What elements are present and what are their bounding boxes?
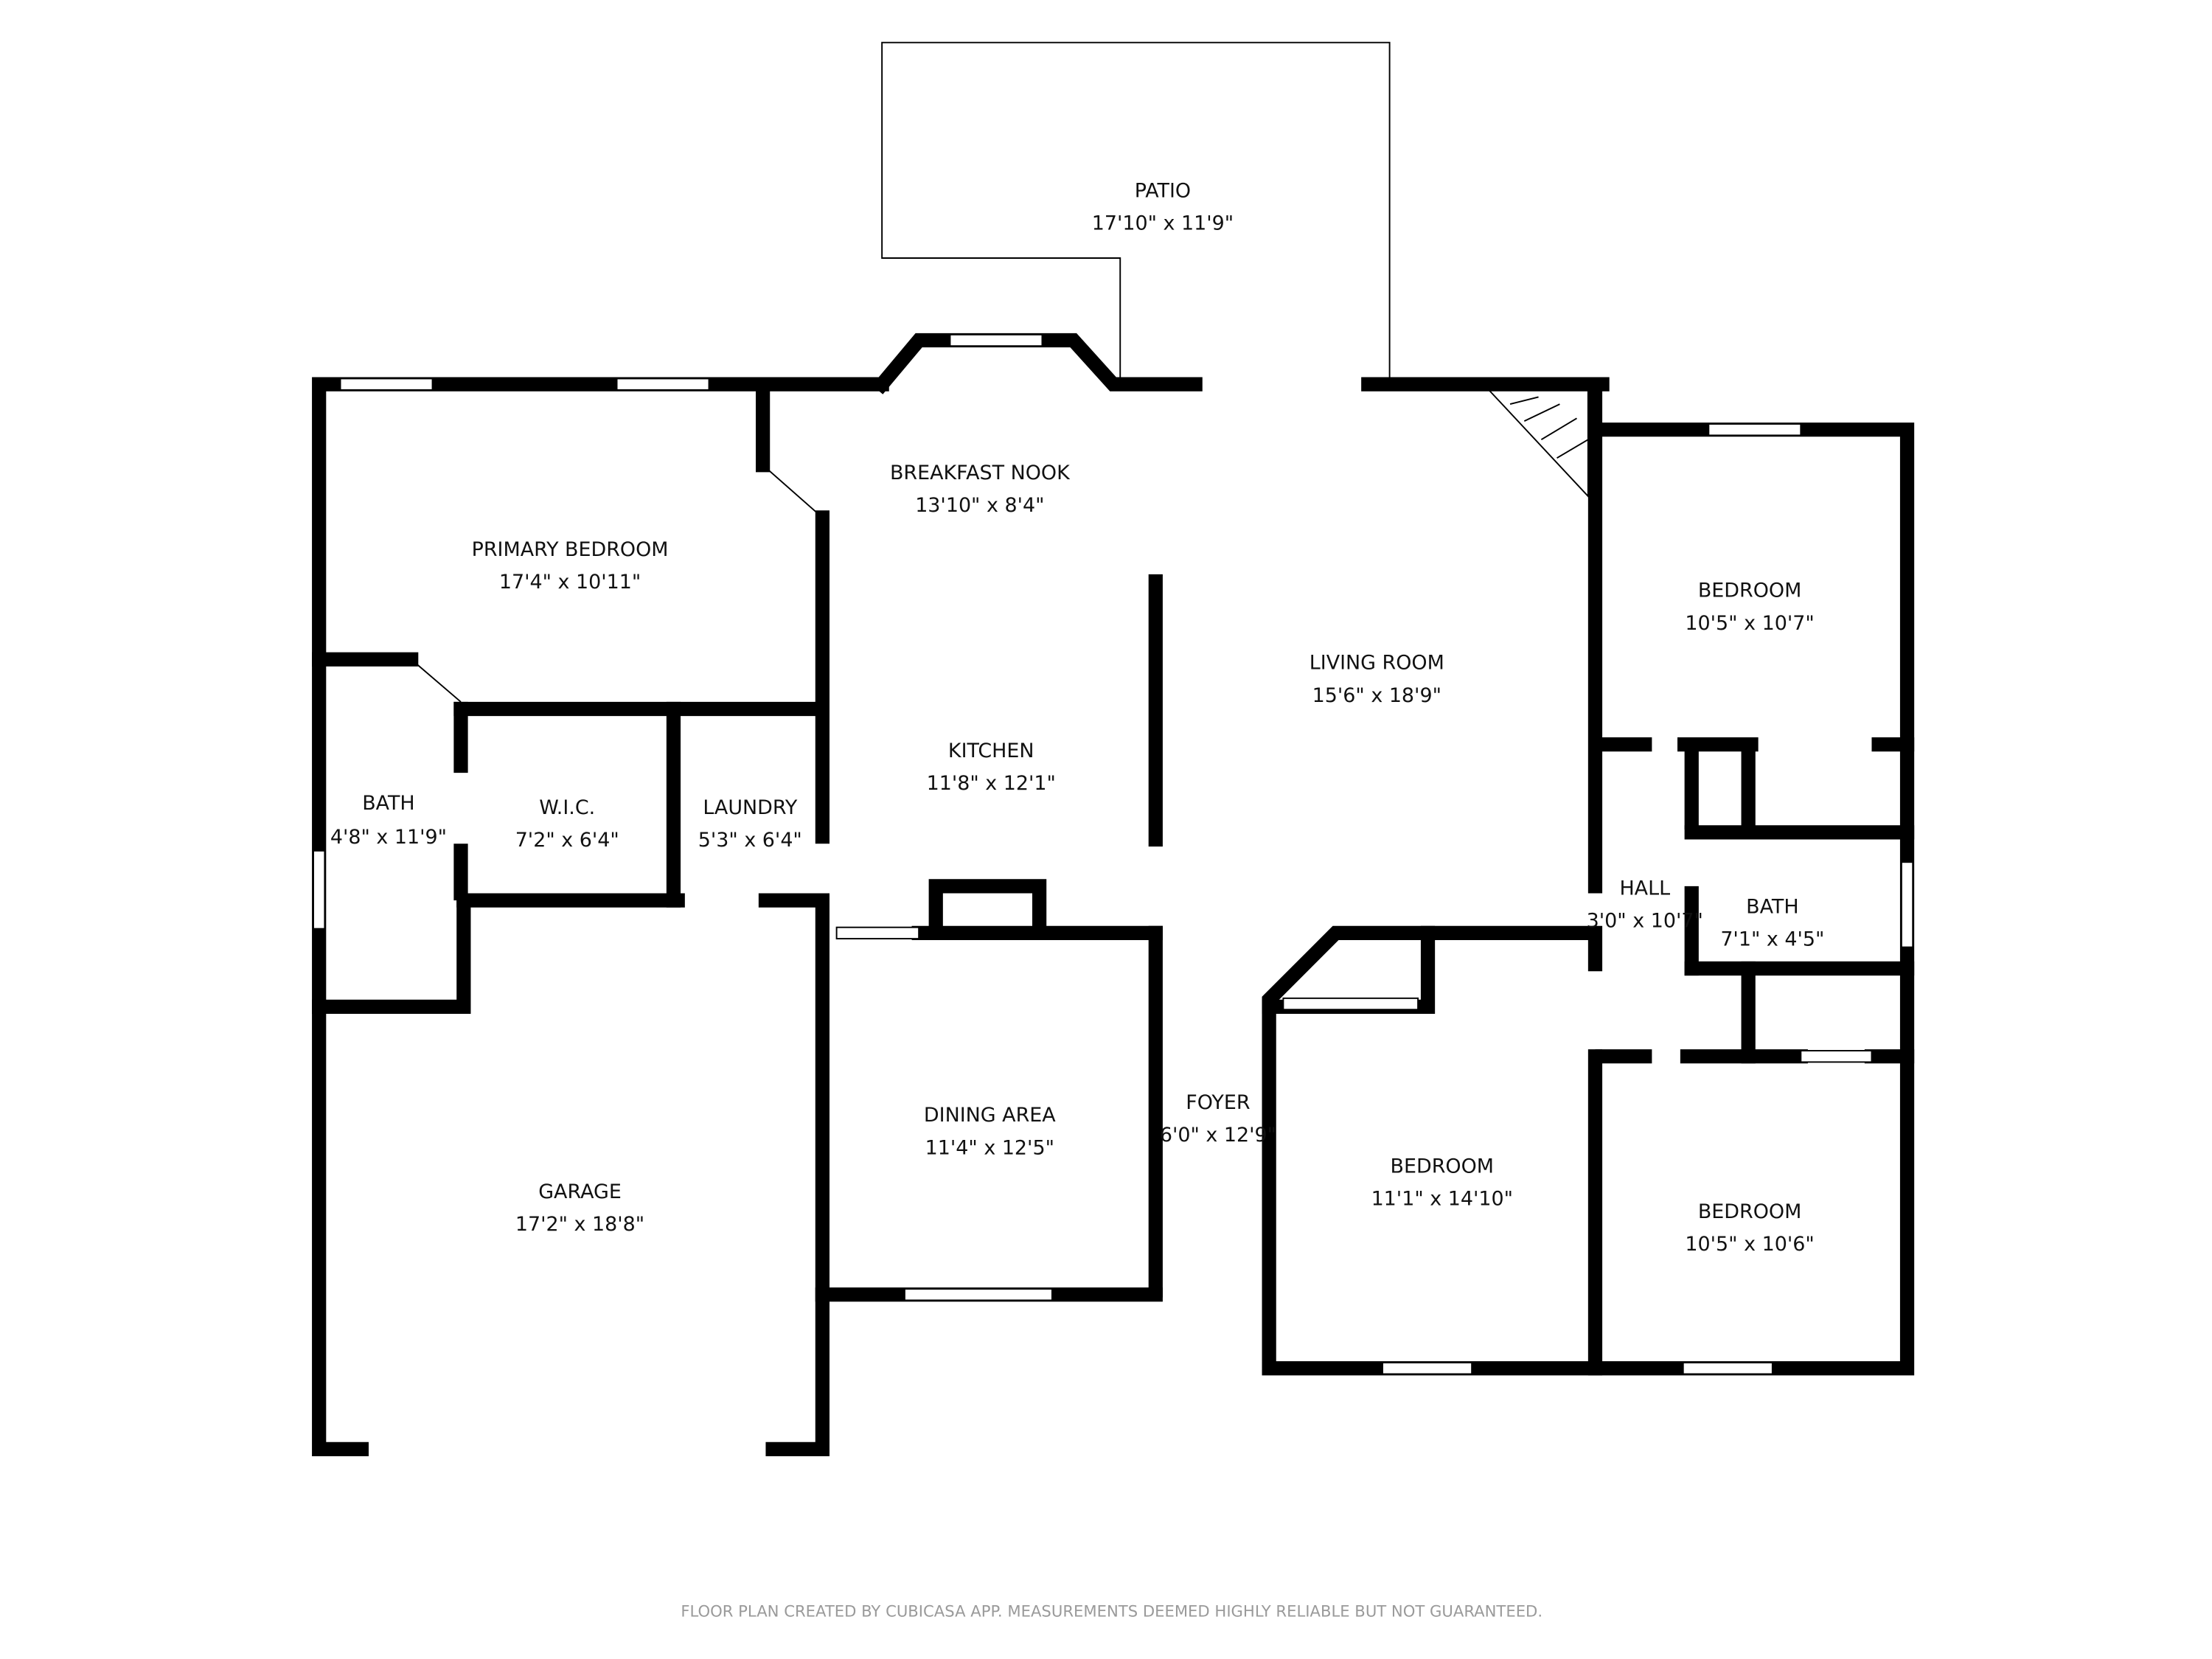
room-dims: 4'8" x 11'9" [330,826,447,849]
room-name: BEDROOM [1698,1200,1801,1223]
patio-outline [881,41,1391,380]
room-labels: PATIO 17'10" x 11'9" BREAKFAST NOOK 13'1… [330,179,1825,1256]
room-name: LIVING ROOM [1310,652,1444,675]
room-dims: 17'10" x 11'9" [1092,212,1234,235]
room-dims: 7'2" x 6'4" [515,829,619,852]
room-name: BATH [362,792,414,815]
room-name: GARAGE [538,1180,622,1203]
doors [411,465,824,703]
room-dims: 5'3" x 6'4" [698,829,802,852]
room-dims: 11'8" x 12'1" [927,772,1056,795]
room-name: BATH [1746,895,1798,918]
room-name: BEDROOM [1698,580,1801,602]
room-name: PATIO [1135,179,1191,202]
room-name: FOYER [1186,1091,1250,1114]
room-dims: 3'0" x 10'7" [1587,910,1703,933]
room-dims: 10'5" x 10'7" [1685,612,1814,635]
room-name: W.I.C. [539,796,595,819]
room-name: PRIMARY BEDROOM [472,538,669,561]
stairs [1487,389,1589,498]
room-dims: 17'4" x 10'11" [499,571,641,594]
room-dims: 17'2" x 18'8" [515,1213,644,1236]
room-name: KITCHEN [948,740,1034,762]
room-dims: 11'4" x 12'5" [925,1136,1054,1159]
room-name: DINING AREA [924,1104,1056,1127]
room-dims: 15'6" x 18'9" [1312,684,1441,707]
windows [313,333,1914,1375]
room-dims: 11'1" x 14'10" [1371,1188,1513,1211]
room-name: LAUNDRY [703,796,798,819]
room-dims: 7'1" x 4'5" [1720,928,1824,951]
room-name: BEDROOM [1391,1155,1494,1178]
disclaimer-footer: FLOOR PLAN CREATED BY CUBICASA APP. MEAS… [681,1601,1543,1620]
room-dims: 13'10" x 8'4" [915,494,1044,517]
room-name: HALL [1619,877,1670,900]
room-name: BREAKFAST NOOK [890,462,1071,484]
room-dims: 10'5" x 10'6" [1685,1233,1814,1256]
room-dims: 6'0" x 12'9" [1160,1124,1276,1147]
